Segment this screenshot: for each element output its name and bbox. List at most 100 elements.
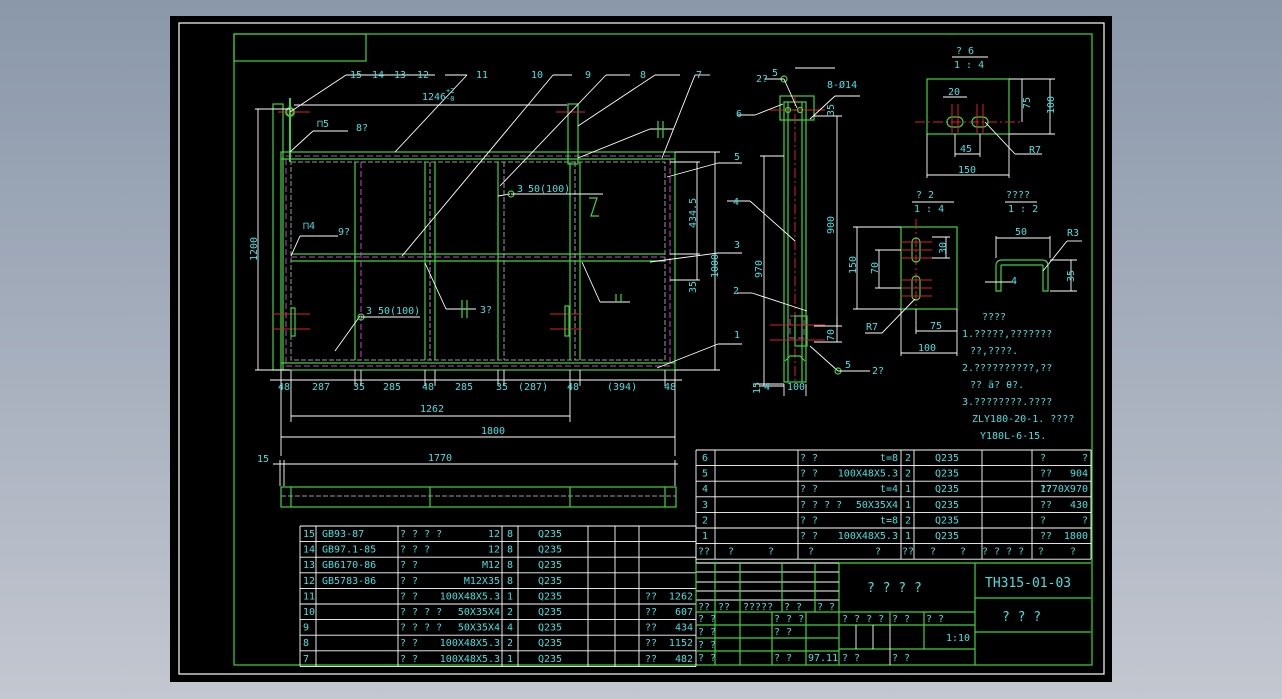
bom-right-note-type: ?? (1040, 484, 1052, 495)
tables-grid (299, 449, 1092, 667)
gate-outer-outline (280, 151, 676, 371)
dim-900: 900 (826, 216, 837, 234)
bom-left-name: ? ? (400, 591, 418, 602)
cad-text-layer: 15 14 13 12 11 10 9 8 7 6 5 4 3 2 1 1246… (249, 46, 1088, 665)
balloon-4: 4 (733, 197, 739, 208)
weld-bottom-ref: 2? (872, 366, 884, 377)
note-line-3: 2.??????????,?? (962, 363, 1052, 374)
balloon-14: 14 (372, 70, 384, 81)
title-block-mid-footer: ? ? (892, 653, 910, 664)
weld-ref-9: 9? (338, 227, 350, 238)
bom-right-header-cell: ? (808, 547, 814, 558)
bom-right-header-cell: ? (768, 547, 774, 558)
detail-2-dim-30: 30 (938, 242, 949, 254)
balloon-12: 12 (417, 70, 429, 81)
bom-left-spec: 12 (488, 529, 500, 540)
bom-left-no: 15 (303, 529, 315, 540)
dim-4-side: 4 (764, 382, 770, 393)
outer-frame (178, 22, 1105, 675)
bom-left-note-type: ?? (645, 638, 657, 649)
title-block-rev-cell: ? ? (817, 602, 835, 613)
detail-2-dim-75: 75 (930, 321, 942, 332)
weld-ref-8: 8? (356, 123, 368, 134)
bom-right-spec: 100X48X5.3 (838, 531, 898, 542)
bom-right-note-value: 430 (1070, 500, 1088, 511)
plan-view (273, 460, 678, 508)
bom-left-name: ? ? ? ? (400, 623, 442, 634)
bent-detail-view (985, 201, 1082, 292)
bom-right-note-value: 1770X970 (1040, 484, 1088, 495)
bom-right-qty: 2 (905, 469, 911, 480)
bom-left-note-type: ?? (645, 623, 657, 634)
weld-top-size: 5 (772, 68, 778, 79)
bom-left-material: Q235 (538, 591, 562, 602)
balloon-10: 10 (531, 70, 543, 81)
bom-left-no: 13 (303, 560, 315, 571)
bom-right-name: ? ? (800, 515, 818, 526)
bom-left-spec: 100X48X5.3 (440, 654, 500, 665)
drawing-title: ? ? ? ? (867, 581, 922, 596)
dim-70-side: 70 (826, 329, 837, 341)
bom-right-no: 5 (702, 469, 708, 480)
detail-6-dim-45: 45 (960, 144, 972, 155)
detail-6-dim-100: 100 (1046, 96, 1057, 114)
balloon-9: 9 (585, 70, 591, 81)
dim-287-a: 287 (312, 382, 330, 393)
balloon-6: 6 (736, 109, 742, 120)
bom-right-spec: t=4 (880, 484, 898, 495)
detail-6-dim-150: 150 (958, 165, 976, 176)
bom-left-qty: 8 (507, 529, 513, 540)
title-block-sign: ? ? (774, 627, 792, 638)
bom-left-note-type: ?? (645, 591, 657, 602)
bom-left-spec: 12 (488, 545, 500, 556)
dim-1246: 1246 (422, 92, 446, 103)
notes-heading: ???? (982, 312, 1006, 323)
title-block-role: ? ? (698, 640, 716, 651)
bom-right-header-cell: ? (930, 547, 936, 558)
note-line-7: Y180L-6-15. (980, 431, 1046, 442)
balloon-13: 13 (394, 70, 406, 81)
bom-right-qty: 1 (905, 484, 911, 495)
bom-left-no: 8 (303, 638, 309, 649)
bom-right-note-type: ?? (1040, 500, 1052, 511)
bom-left-no: 11 (303, 591, 315, 602)
bom-right-no: 6 (702, 453, 708, 464)
bom-right-name: ? ? (800, 469, 818, 480)
bom-right-spec: t=8 (880, 453, 898, 464)
scale-value: 1:10 (946, 633, 970, 644)
weld-channel-5: ⊓5 (317, 119, 329, 130)
balloon-7: 7 (696, 70, 702, 81)
title-block-role: ? ? (698, 614, 716, 625)
detail-2-title: ? 2 (916, 190, 934, 201)
dim-15-plan: 15 (257, 454, 269, 465)
dim-970: 970 (754, 260, 765, 278)
title-block-mid-header: ? ? ? ? (842, 614, 884, 625)
bom-left-qty: 2 (507, 607, 513, 618)
detail-6-dim-20: 20 (948, 87, 960, 98)
title-block-rev-cell: ?? (718, 602, 730, 613)
bom-right-note-type: ?? (1040, 469, 1052, 480)
bom-left-material: Q235 (538, 638, 562, 649)
bom-right-qty: 2 (905, 453, 911, 464)
bom-left-standard: GB5783-86 (322, 576, 376, 587)
bom-right-material: Q235 (935, 469, 959, 480)
dim-48-c: 48 (567, 382, 579, 393)
bom-left-name: ? ? ? ? (400, 529, 442, 540)
bom-left-name: ? ? (400, 654, 418, 665)
detail-6-view (915, 56, 1055, 178)
bom-left-spec: 100X48X5.3 (440, 591, 500, 602)
weld-bottom-size: 5 (845, 360, 851, 371)
bom-right-no: 4 (702, 484, 708, 495)
dim-1200: 1200 (249, 237, 260, 261)
bom-left-spec: M12 (482, 560, 500, 571)
corner-code-box (233, 33, 367, 62)
bom-left-qty: 1 (507, 591, 513, 602)
bom-left-standard: GB93-87 (322, 529, 364, 540)
bom-left-material: Q235 (538, 529, 562, 540)
balloon-8: 8 (640, 70, 646, 81)
dim-35-bar: 35 (688, 281, 699, 293)
balloon-3: 3 (734, 240, 740, 251)
dim-15-side: 15 (752, 382, 763, 394)
bom-right-spec: t=8 (880, 515, 898, 526)
